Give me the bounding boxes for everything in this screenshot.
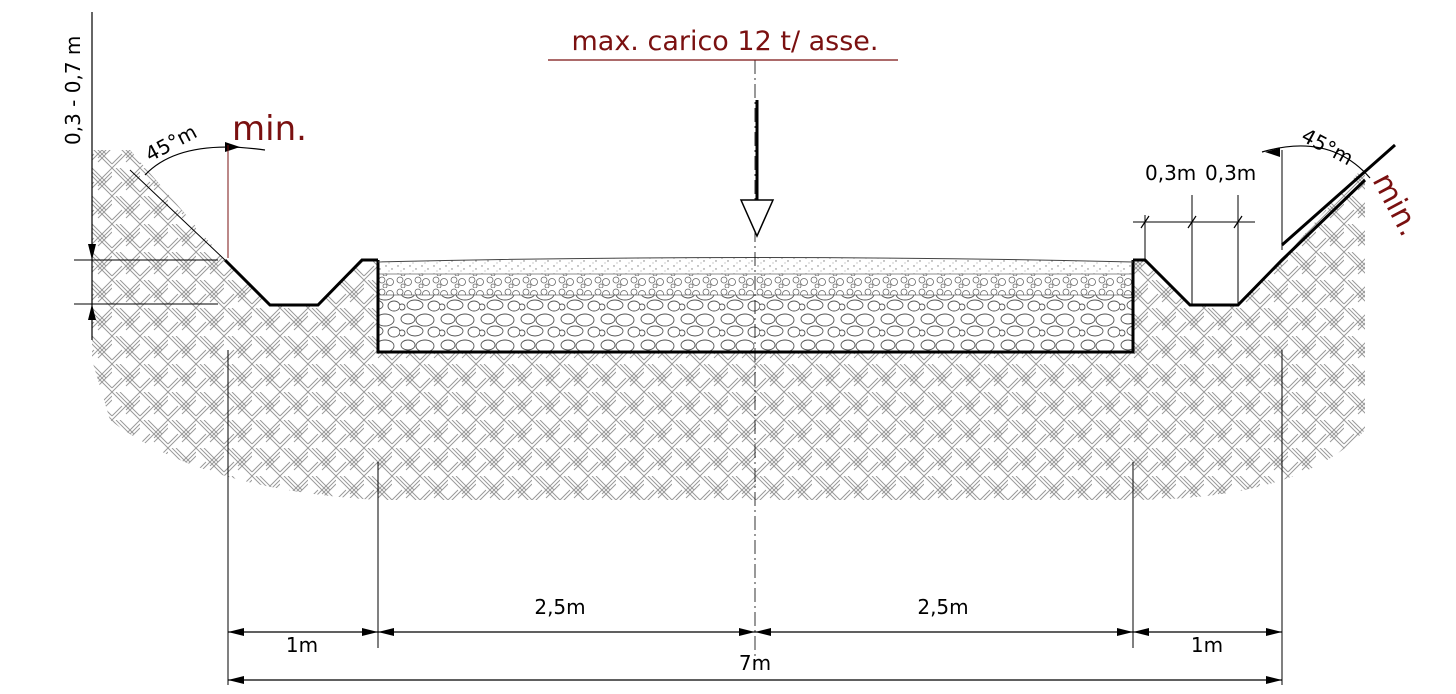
road-outline bbox=[376, 260, 1135, 354]
dim-arrow-3b bbox=[1117, 628, 1133, 636]
road-base-layer bbox=[378, 295, 1133, 352]
ditch-width-1-label: 0,3m bbox=[1145, 161, 1196, 185]
right-ditch-profile bbox=[1133, 178, 1367, 307]
dim-arrow-4a bbox=[1133, 628, 1149, 636]
right-angle-arc bbox=[1261, 145, 1371, 179]
left-slope-line bbox=[129, 169, 226, 261]
left-min-label: min. bbox=[232, 109, 307, 149]
right-angle-label: 45°m bbox=[1298, 123, 1358, 170]
depth-arrow-top bbox=[88, 244, 96, 260]
left-ditch-profile bbox=[223, 258, 378, 307]
ditch-tick-3 bbox=[1233, 215, 1243, 229]
dim-left-lane-label: 2,5m bbox=[534, 595, 585, 619]
dim-arrow-1a bbox=[228, 628, 244, 636]
road-mid-layer bbox=[378, 274, 1133, 295]
right-slope-extension bbox=[1281, 143, 1396, 247]
dim-total-arrow-right bbox=[1266, 676, 1282, 684]
load-arrow-head bbox=[739, 199, 775, 238]
road-surface-layer bbox=[378, 257, 1133, 274]
dim-arrow-4b bbox=[1266, 628, 1282, 636]
right-angle-arrow bbox=[1265, 148, 1280, 157]
dim-left-shoulder-label: 1m bbox=[286, 633, 318, 657]
dim-total-arrow-left bbox=[228, 676, 244, 684]
left-angle-arc bbox=[144, 146, 266, 176]
left-angle-arrow bbox=[225, 142, 240, 152]
dim-arrow-2b bbox=[739, 628, 755, 636]
depth-label: 0,3 - 0,7 m bbox=[61, 36, 85, 145]
dim-arrow-3a bbox=[755, 628, 771, 636]
left-angle-label: 45°m bbox=[141, 119, 201, 166]
load-label: max. carico 12 t/ asse. bbox=[571, 26, 878, 57]
dim-arrow-2a bbox=[378, 628, 394, 636]
right-min-label: min. bbox=[1365, 167, 1427, 242]
ditch-width-2-label: 0,3m bbox=[1205, 161, 1256, 185]
ditch-tick-2 bbox=[1187, 215, 1197, 229]
soil-ground bbox=[92, 150, 1365, 500]
dim-total-label: 7m bbox=[739, 651, 771, 675]
dim-right-lane-label: 2,5m bbox=[917, 595, 968, 619]
depth-arrow-bottom bbox=[88, 304, 96, 320]
dim-arrow-1b bbox=[362, 628, 378, 636]
ditch-tick-1 bbox=[1140, 215, 1150, 229]
dim-right-shoulder-label: 1m bbox=[1191, 633, 1223, 657]
